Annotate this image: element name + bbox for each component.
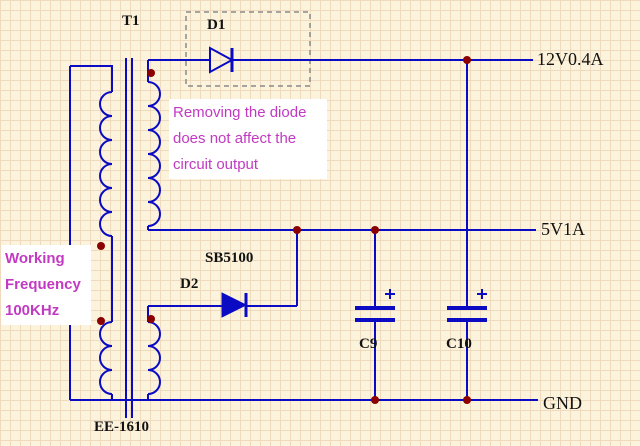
capacitor-c10-icon [447,289,487,322]
junction-dot [293,226,301,234]
junction-dot [463,396,471,404]
plus-sign-icon [477,289,487,299]
winding-secondary-lower [147,321,161,395]
diode-triangle [209,46,235,74]
phase-dot [147,315,155,323]
rail-5v-label: 5V1A [541,219,585,239]
wire-top-left [70,65,113,92]
capacitor-c9-label: C9 [359,336,378,352]
junction-dot [463,56,471,64]
diode-d2-ref-label: D2 [180,276,199,292]
diode-d1-ref-label: D1 [207,17,226,33]
winding-secondary-upper [147,81,161,227]
junction-dot [371,396,379,404]
transformer-symbol [97,58,161,418]
diode-d2-part-label: SB5100 [205,250,254,266]
phase-dot [147,69,155,77]
transformer-ref-label: T1 [122,13,140,29]
diode-d1-icon [209,46,235,74]
winding-primary-upper [99,91,113,237]
phase-dot [97,242,105,250]
frequency-note-annotation: Working Frequency 100KHz [1,245,91,325]
junction-dot [371,226,379,234]
d1-annotation-box [185,11,311,87]
rail-12v-label: 12V0.4A [537,49,604,69]
winding-primary-lower [99,321,113,395]
diode-note-annotation: Removing the diode does not affect the c… [169,99,327,179]
plus-sign-icon [385,289,395,299]
transformer-part-label: EE-1610 [94,419,150,435]
diode-d2-icon [221,292,248,318]
capacitor-c10-label: C10 [446,336,472,352]
diode-triangle [221,292,248,318]
phase-dot [97,317,105,325]
rail-gnd-label: GND [543,393,582,413]
capacitor-c9-icon [355,289,395,322]
